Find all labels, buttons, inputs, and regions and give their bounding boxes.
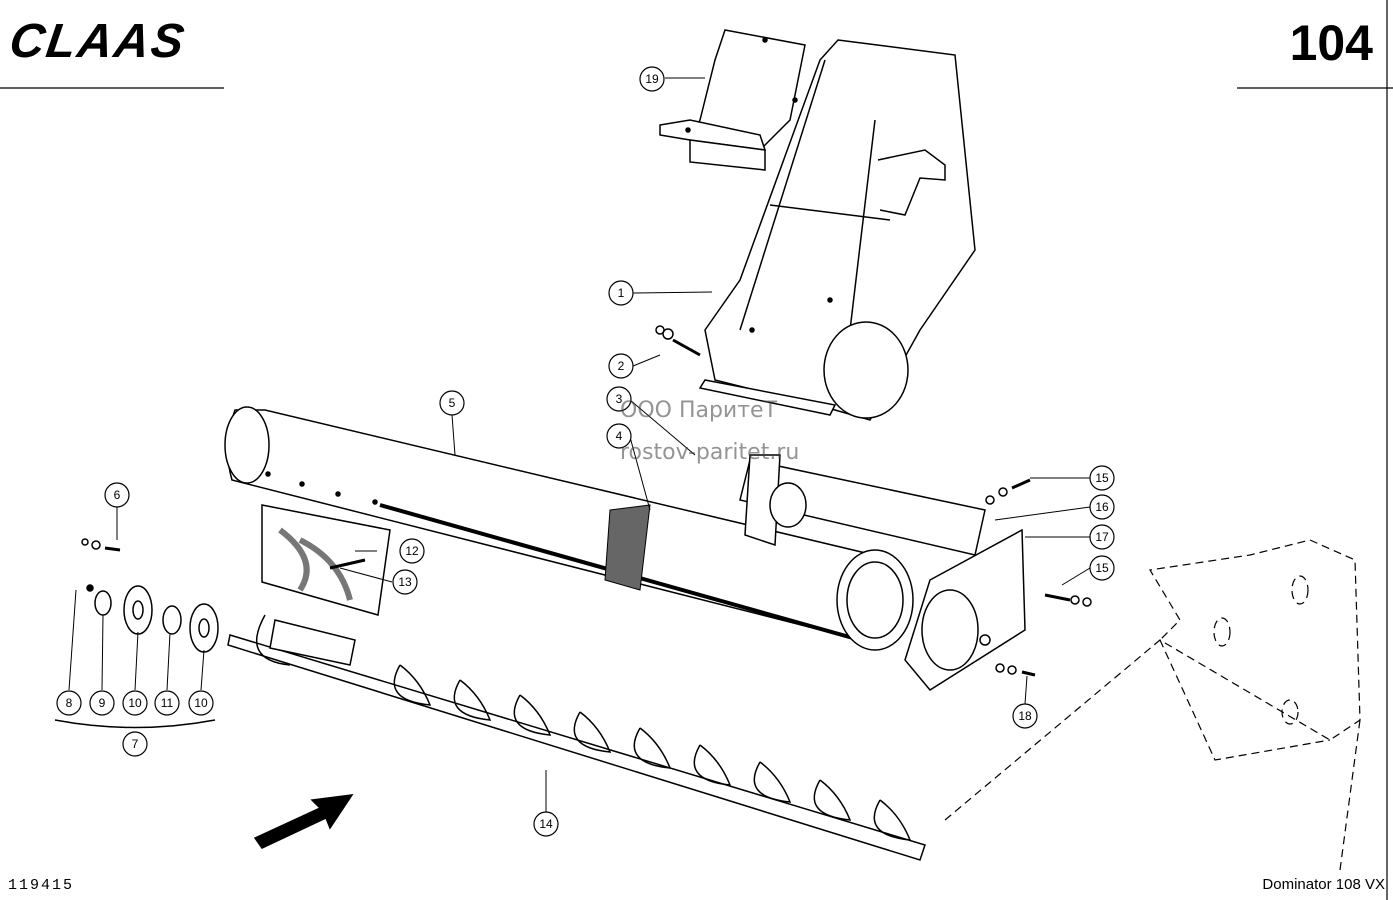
callout-label-6: 6 xyxy=(114,488,121,502)
callout-4 xyxy=(606,423,632,449)
flow-direction-arrow-icon xyxy=(253,794,354,849)
bearing-kit-7 xyxy=(54,584,219,729)
callout-17 xyxy=(1089,524,1115,550)
callout-label-1: 1 xyxy=(618,286,625,300)
callout-16 xyxy=(1089,494,1115,520)
callout-1 xyxy=(608,280,634,306)
screw-13 xyxy=(329,558,366,570)
bolt-2 xyxy=(655,325,701,357)
callout-label-10-right: 10 xyxy=(194,696,208,710)
callout-label-13: 13 xyxy=(398,575,412,589)
callout-18 xyxy=(1012,703,1038,729)
callout-label-5: 5 xyxy=(449,396,456,410)
callout-label-14: 14 xyxy=(539,817,553,831)
callout-label-15-mid: 15 xyxy=(1095,561,1109,575)
outlet-housing xyxy=(739,454,986,556)
callout-14 xyxy=(533,811,559,837)
callout-label-17: 17 xyxy=(1095,530,1109,544)
auger-shaft-14 xyxy=(227,614,926,861)
discharge-chute-1 xyxy=(698,39,976,421)
callout-10-left xyxy=(122,690,148,716)
callout-label-12: 12 xyxy=(405,544,419,558)
callout-circles xyxy=(56,66,1115,837)
callout-label-2: 2 xyxy=(618,359,625,373)
callout-label-16: 16 xyxy=(1095,500,1109,514)
callout-label-10-left: 10 xyxy=(128,696,142,710)
callout-label-4: 4 xyxy=(616,429,623,443)
leader-lines xyxy=(68,77,1091,812)
callout-7 xyxy=(122,731,148,757)
auger-tube-5 xyxy=(224,406,914,651)
callout-label-11: 11 xyxy=(161,696,174,710)
callout-label-18: 18 xyxy=(1018,709,1032,723)
callout-5 xyxy=(439,390,465,416)
callout-8 xyxy=(56,690,82,716)
drawing-reference-number: 119415 xyxy=(8,877,75,894)
page-number: 104 xyxy=(1289,15,1373,71)
callout-3 xyxy=(606,386,632,412)
callout-label-3: 3 xyxy=(616,392,623,406)
cover-plate-19 xyxy=(659,29,806,171)
decal-12 xyxy=(261,504,391,616)
watermark-url: rostov-paritet.ru xyxy=(620,440,800,465)
callout-2 xyxy=(608,353,634,379)
callout-label-9: 9 xyxy=(99,696,106,710)
callout-13 xyxy=(392,569,418,595)
callout-11 xyxy=(154,690,180,716)
callout-label-7: 7 xyxy=(132,737,139,751)
callout-15-mid xyxy=(1089,555,1115,581)
callout-15-top xyxy=(1089,465,1115,491)
callout-9 xyxy=(89,690,115,716)
machine-frame-outline xyxy=(944,539,1361,871)
fasteners-15-16-18 xyxy=(985,478,1092,677)
callout-label-8: 8 xyxy=(66,696,73,710)
flange-plate-17 xyxy=(904,528,1026,691)
callout-label-19: 19 xyxy=(645,72,659,86)
callout-10-right xyxy=(188,690,214,716)
watermark-company: ООО ПаритеТ xyxy=(620,398,778,423)
bolt-6 xyxy=(81,538,121,552)
callout-12 xyxy=(399,538,425,564)
callout-labels: 19 1 2 3 4 5 6 12 13 15 16 17 15 18 14 8… xyxy=(66,72,1109,831)
callout-19 xyxy=(639,66,665,92)
callout-6 xyxy=(104,482,130,508)
machine-model: Dominator 108 VX xyxy=(1262,876,1385,893)
callout-label-15-top: 15 xyxy=(1095,471,1109,485)
